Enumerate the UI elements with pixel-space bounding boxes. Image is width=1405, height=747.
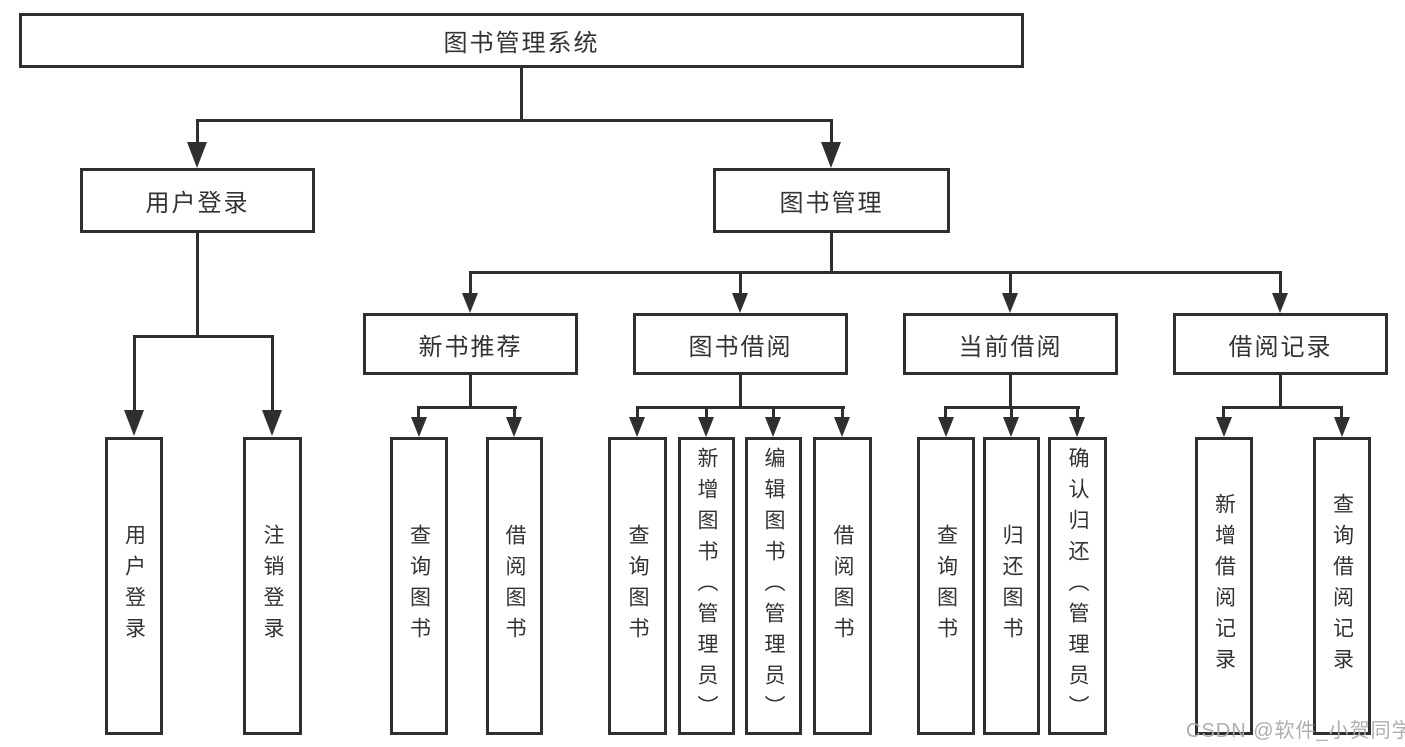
node-new-book-recommend-label: 新书推荐 (418, 333, 523, 361)
arrow-down-icon (1216, 417, 1232, 437)
connector-line (133, 335, 136, 410)
arrow-down-icon (1002, 293, 1018, 313)
arrow-down-icon (732, 293, 748, 313)
leaf-query-borrow-record-label: 查询借阅记录 (1330, 493, 1354, 679)
connector-line (196, 119, 199, 148)
arrow-down-icon (629, 417, 645, 437)
arrow-down-icon (262, 410, 282, 436)
arrow-down-icon (821, 142, 841, 168)
connector-line (417, 406, 517, 409)
connector-line (513, 406, 516, 420)
leaf-add-borrow-record-label: 新增借阅记录 (1212, 493, 1236, 679)
leaf-user-login-label: 用户登录 (122, 524, 146, 648)
arrow-down-icon (124, 410, 144, 436)
connector-line (841, 406, 844, 420)
leaf-return-book: 归还图书 (983, 437, 1040, 735)
leaf-query-books-current: 查询图书 (917, 437, 975, 735)
connector-line (1279, 375, 1282, 409)
connector-line (1009, 271, 1012, 293)
node-borrow-records-label: 借阅记录 (1228, 333, 1333, 361)
connector-line (944, 406, 947, 420)
leaf-query-books-borrowing-label: 查询图书 (626, 524, 649, 648)
leaf-confirm-return-admin-label: 确认归还（管理员） (1066, 446, 1089, 726)
leaf-edit-book-admin: 编辑图书（管理员） (745, 437, 802, 735)
leaf-query-books-recommend-label: 查询图书 (407, 524, 431, 648)
leaf-borrow-books-label: 借阅图书 (831, 524, 854, 648)
leaf-query-borrow-record: 查询借阅记录 (1313, 437, 1371, 735)
leaf-add-book-admin-label: 新增图书（管理员） (695, 446, 718, 726)
arrow-down-icon (187, 142, 207, 168)
connector-line (830, 119, 833, 148)
connector-line (1076, 406, 1079, 420)
connector-line (417, 406, 420, 420)
leaf-user-login: 用户登录 (105, 437, 163, 735)
arrow-down-icon (506, 417, 522, 437)
connector-line (520, 68, 523, 119)
leaf-add-borrow-record: 新增借阅记录 (1195, 437, 1253, 735)
node-root-label: 图书管理系统 (443, 30, 600, 57)
node-current-borrowing: 当前借阅 (903, 313, 1118, 375)
connector-line (469, 271, 472, 293)
node-book-management-label: 图书管理 (779, 190, 884, 217)
connector-line (469, 375, 472, 409)
node-new-book-recommend: 新书推荐 (363, 313, 578, 375)
leaf-edit-book-admin-label: 编辑图书（管理员） (762, 446, 785, 726)
connector-line (739, 375, 742, 409)
node-user-login: 用户登录 (80, 168, 315, 233)
arrow-down-icon (1003, 417, 1019, 437)
arrow-down-icon (1272, 293, 1288, 313)
connector-line (636, 406, 845, 409)
connector-line (705, 406, 708, 420)
leaf-return-book-label: 归还图书 (1000, 524, 1023, 648)
arrow-down-icon (462, 293, 478, 313)
node-book-borrowing: 图书借阅 (633, 313, 848, 375)
connector-line (1340, 406, 1343, 420)
connector-line (1222, 406, 1225, 420)
connector-line (739, 271, 742, 293)
leaf-add-book-admin: 新增图书（管理员） (678, 437, 735, 735)
node-borrow-records: 借阅记录 (1173, 313, 1388, 375)
connector-line (636, 406, 639, 420)
connector-line (196, 119, 833, 122)
connector-line (1279, 271, 1282, 293)
leaf-borrow-books: 借阅图书 (813, 437, 872, 735)
leaf-query-books-recommend: 查询图书 (390, 437, 448, 735)
connector-line (830, 233, 833, 274)
node-user-login-label: 用户登录 (145, 190, 250, 217)
connector-line (196, 233, 199, 338)
leaf-logout-label: 注销登录 (261, 524, 284, 648)
connector-line (271, 335, 274, 410)
arrow-down-icon (938, 417, 954, 437)
node-book-management: 图书管理 (713, 168, 950, 233)
leaf-query-books-current-label: 查询图书 (934, 524, 958, 648)
arrow-down-icon (765, 417, 781, 437)
connector-line (469, 271, 1282, 274)
connector-line (1222, 406, 1343, 409)
leaf-borrow-books-recommend: 借阅图书 (486, 437, 543, 735)
csdn-watermark: CSDN @软件_小贺同学 (1186, 720, 1405, 742)
arrow-down-icon (834, 417, 850, 437)
connector-line (772, 406, 775, 420)
arrow-down-icon (1334, 417, 1350, 437)
connector-line (133, 335, 274, 338)
leaf-borrow-books-recommend-label: 借阅图书 (503, 524, 526, 648)
connector-line (1010, 406, 1013, 420)
node-book-borrowing-label: 图书借阅 (688, 333, 793, 361)
leaf-confirm-return-admin: 确认归还（管理员） (1048, 437, 1107, 735)
leaf-logout: 注销登录 (243, 437, 302, 735)
arrow-down-icon (1069, 417, 1085, 437)
arrow-down-icon (698, 417, 714, 437)
node-root: 图书管理系统 (19, 13, 1024, 68)
node-current-borrowing-label: 当前借阅 (958, 333, 1063, 361)
connector-line (1009, 375, 1012, 409)
arrow-down-icon (411, 417, 427, 437)
leaf-query-books-borrowing: 查询图书 (608, 437, 667, 735)
